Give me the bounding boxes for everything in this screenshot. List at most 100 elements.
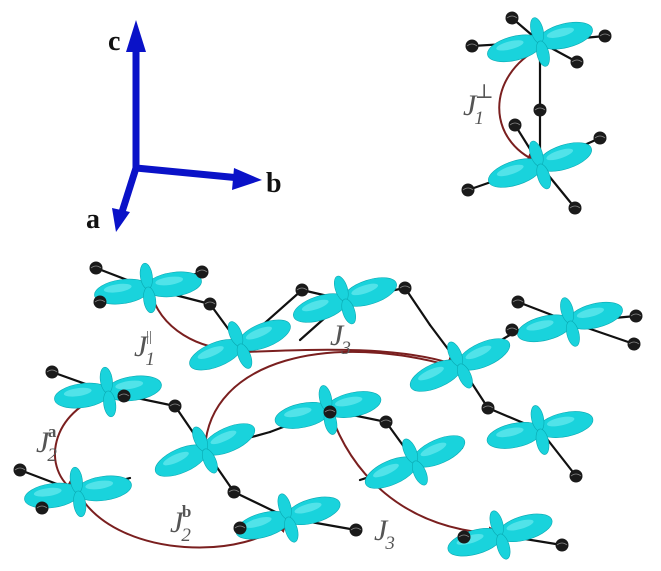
- exchange-j3-bottom: [329, 411, 503, 541]
- orbital-lobe: [284, 516, 299, 543]
- ligand-atom: [93, 295, 107, 309]
- d-orbital: [364, 435, 466, 489]
- orbital-highlight: [163, 451, 189, 466]
- ligand-shading: [462, 187, 474, 191]
- d-orbital: [94, 262, 202, 314]
- orbital-highlight: [496, 427, 524, 438]
- d-orbital: [293, 275, 397, 325]
- ligand-shading: [380, 419, 392, 423]
- ligand-shading: [90, 265, 102, 269]
- ligand-atom: [233, 521, 247, 535]
- orbital-highlight: [496, 40, 524, 51]
- exchange-path-layer: [53, 47, 541, 549]
- ligand-atom: [569, 469, 583, 483]
- exchange-labels: J1⊥ J1|| J3 J2a J2b J3: [36, 81, 494, 554]
- orbital-lobe: [536, 163, 551, 190]
- orbital-highlight: [103, 283, 132, 293]
- ligand-shading: [296, 287, 308, 291]
- ligand-shading: [399, 285, 411, 289]
- exchange-j3-big: [204, 350, 461, 449]
- label-j1-par: J1||: [134, 329, 155, 370]
- d-orbital: [517, 297, 623, 347]
- ligand-atom: [481, 401, 495, 415]
- label-j3-bottom: J3: [374, 514, 395, 554]
- ligand-atom: [627, 337, 641, 351]
- orbital-highlight: [155, 276, 184, 286]
- ligand-atom: [598, 29, 612, 43]
- orbital-lobe: [535, 428, 550, 455]
- orbital-lobe: [496, 533, 511, 560]
- d-orbital: [235, 493, 341, 543]
- c-axis-arrowhead: [126, 20, 146, 52]
- ligand-shading: [506, 327, 518, 331]
- ligand-atom: [349, 523, 363, 537]
- orbital-highlight: [506, 519, 534, 531]
- ligand-shading: [630, 313, 642, 317]
- orbital-highlight: [115, 380, 144, 390]
- orbital-highlight: [245, 326, 272, 340]
- orbital-highlight: [418, 366, 444, 381]
- ligand-atom: [195, 265, 209, 279]
- ligand-shading: [512, 299, 524, 303]
- orbital-highlight: [496, 164, 524, 177]
- orbital-highlight: [351, 283, 379, 296]
- ligand-shading: [569, 205, 581, 209]
- ligand-atom: [533, 103, 547, 117]
- d-orbital: [488, 140, 592, 190]
- ligand-shading: [628, 341, 640, 345]
- exchange-j3-top: [243, 348, 461, 369]
- orbital-highlight: [334, 396, 363, 407]
- a-axis: [118, 166, 140, 214]
- ligand-atom: [461, 183, 475, 197]
- ligand-shading: [594, 135, 606, 139]
- ligand-shading: [14, 467, 26, 471]
- orbital-lobe: [73, 490, 87, 518]
- d-orbital: [24, 466, 132, 518]
- b-axis: [135, 164, 241, 182]
- ligand-atom: [398, 281, 412, 295]
- ligand-shading: [509, 122, 521, 126]
- ligand-atom: [593, 131, 607, 145]
- ligand-layer: [13, 11, 643, 552]
- orbital-lobe: [456, 363, 473, 389]
- axis-triad: c b a: [86, 20, 282, 235]
- ligand-atom: [465, 39, 479, 53]
- c-axis-label: c: [108, 26, 120, 57]
- ligand-atom: [505, 11, 519, 25]
- orbital-lobe: [565, 320, 580, 347]
- ligand-shading: [234, 525, 246, 529]
- b-axis-label: b: [266, 168, 282, 199]
- d-orbital: [486, 405, 594, 455]
- a-axis-arrowhead: [112, 208, 130, 232]
- ligand-atom: [227, 485, 241, 499]
- orbital-highlight: [63, 387, 92, 397]
- ligand-shading: [204, 301, 216, 305]
- orbital-highlight: [576, 307, 604, 318]
- orbital-highlight: [526, 320, 554, 331]
- ligand-atom: [511, 295, 525, 309]
- orbital-highlight: [546, 148, 574, 161]
- ligand-shading: [556, 542, 568, 546]
- ligand-atom: [457, 530, 471, 544]
- ligand-shading: [534, 107, 546, 111]
- ligand-shading: [324, 409, 336, 413]
- orbital-highlight: [546, 27, 574, 38]
- orbital-lobe: [535, 40, 550, 67]
- ligand-shading: [506, 15, 518, 19]
- label-j3-top: J3: [330, 319, 351, 359]
- ligand-shading: [46, 369, 58, 373]
- ligand-shading: [350, 527, 362, 531]
- ligand-atom: [89, 261, 103, 275]
- orbital-highlight: [244, 516, 272, 528]
- ligand-atom: [13, 463, 27, 477]
- ligand-atom: [629, 309, 643, 323]
- ligand-atom: [168, 399, 182, 413]
- orbital-lobe: [201, 448, 218, 474]
- ligand-atom: [379, 415, 393, 429]
- ligand-atom: [45, 365, 59, 379]
- label-j2-b: J2b: [170, 502, 191, 546]
- orbital-highlight: [197, 346, 224, 359]
- b-axis-arrowhead: [232, 168, 262, 190]
- orbital-highlight: [420, 442, 447, 457]
- d-orbital: [409, 338, 511, 392]
